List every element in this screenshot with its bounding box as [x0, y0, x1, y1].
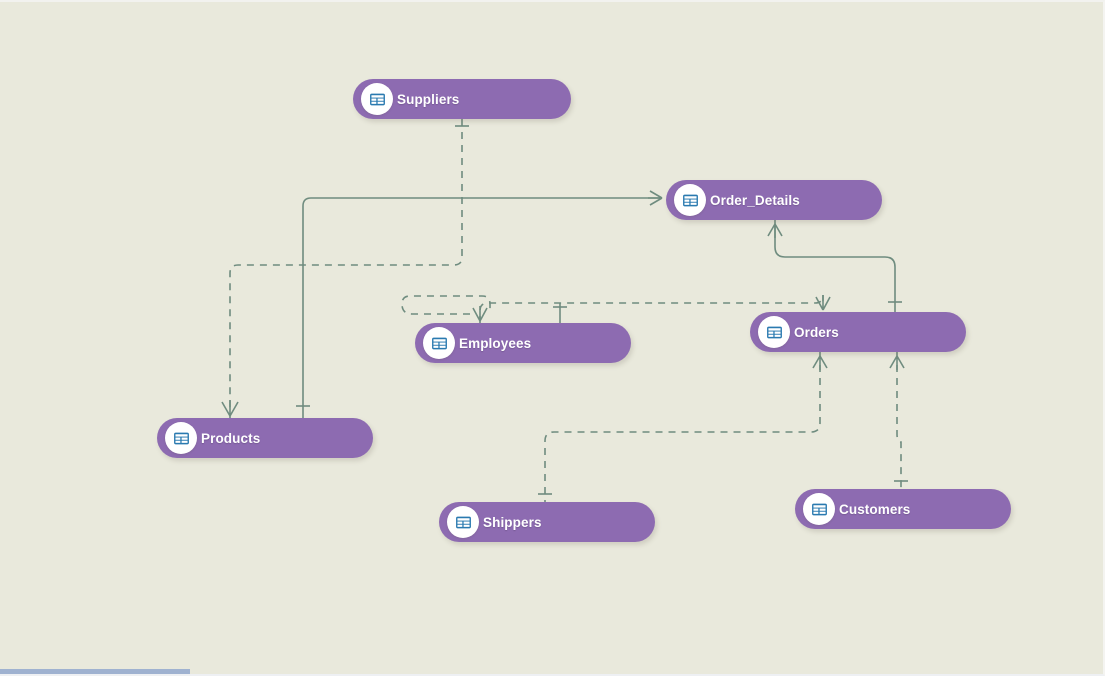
entity-label-shippers: Shippers: [483, 514, 542, 530]
edge-suppliers-products: [229, 119, 463, 418]
entity-node-employees[interactable]: Employees: [415, 323, 631, 363]
entity-label-customers: Customers: [839, 501, 911, 517]
cardinality-many-orders-customers: [889, 355, 905, 370]
table-icon: [165, 422, 197, 454]
table-icon: [758, 316, 790, 348]
edge-orderdetails-products: [302, 197, 660, 418]
entity-node-suppliers[interactable]: Suppliers: [353, 79, 571, 119]
cardinality-many-employees-orderdetails: [472, 306, 488, 322]
entity-label-products: Products: [201, 430, 261, 446]
entity-label-suppliers: Suppliers: [397, 91, 460, 107]
edge-orders-shippers: [544, 352, 821, 502]
cardinality-many-products-suppliers: [221, 400, 239, 417]
entity-label-employees: Employees: [459, 335, 532, 351]
entity-label-orders: Orders: [794, 324, 839, 340]
table-icon: [674, 184, 706, 216]
edge-orderdetails-orders: [774, 220, 896, 312]
table-icon: [361, 83, 393, 115]
cardinality-many-orderdetails-orders: [767, 223, 783, 238]
entity-node-customers[interactable]: Customers: [795, 489, 1011, 529]
table-icon: [803, 493, 835, 525]
edge-employees-self: [401, 295, 491, 315]
table-icon: [423, 327, 455, 359]
horizontal-scrollbar[interactable]: [0, 669, 190, 674]
entity-node-order_details[interactable]: Order_Details: [666, 180, 882, 220]
cardinality-many-orders-employees: [815, 295, 831, 311]
table-icon: [447, 506, 479, 538]
entity-node-products[interactable]: Products: [157, 418, 373, 458]
cardinality-many-orders-shippers: [812, 355, 828, 370]
entity-node-orders[interactable]: Orders: [750, 312, 966, 352]
edge-orders-customers: [896, 352, 902, 489]
entity-label-order_details: Order_Details: [710, 192, 800, 208]
cardinality-many-orderdetails-products: [648, 190, 663, 206]
entity-node-shippers[interactable]: Shippers: [439, 502, 655, 542]
